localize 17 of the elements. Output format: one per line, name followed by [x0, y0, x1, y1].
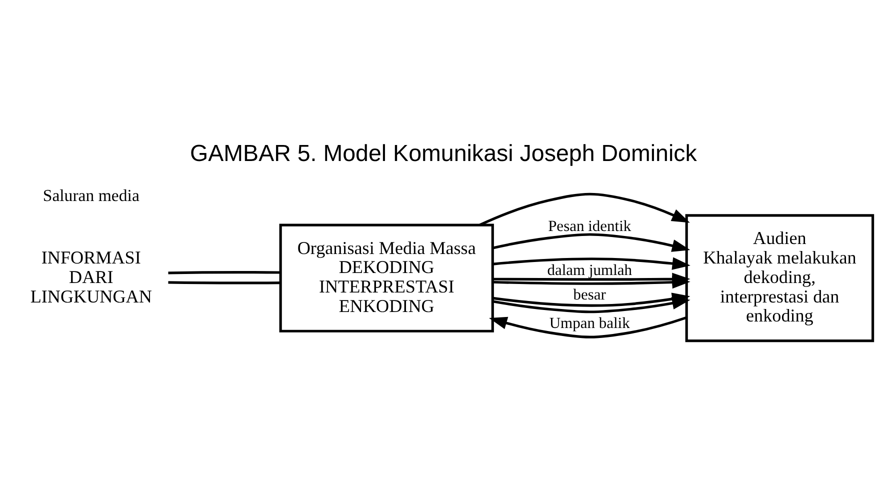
arrow — [492, 233, 690, 252]
node-box: Organisasi Media Massa DEKODING INTERPRESTASI ENKODING — [279, 224, 494, 332]
connector — [168, 281, 280, 284]
edge-label: besar — [573, 286, 606, 304]
label: Saluran media — [42, 186, 140, 206]
arrow — [479, 192, 690, 226]
node-box: Audien Khalayak melakukan dekoding, interprestasi dan enkoding — [685, 214, 874, 342]
edge-label: Umpan balik — [549, 315, 630, 332]
arrow — [492, 296, 690, 314]
arrow — [493, 257, 690, 270]
connector — [168, 271, 280, 274]
arrow — [493, 276, 690, 289]
edge-label: Pesan identik — [548, 218, 632, 236]
node-text: INFORMASI DARI LINGKUNGAN — [30, 248, 152, 306]
edge-label: dalam jumlah — [547, 262, 632, 280]
arrow — [488, 316, 687, 338]
diagram-title: GAMBAR 5. Model Komunikasi Joseph Dominick — [190, 140, 697, 166]
